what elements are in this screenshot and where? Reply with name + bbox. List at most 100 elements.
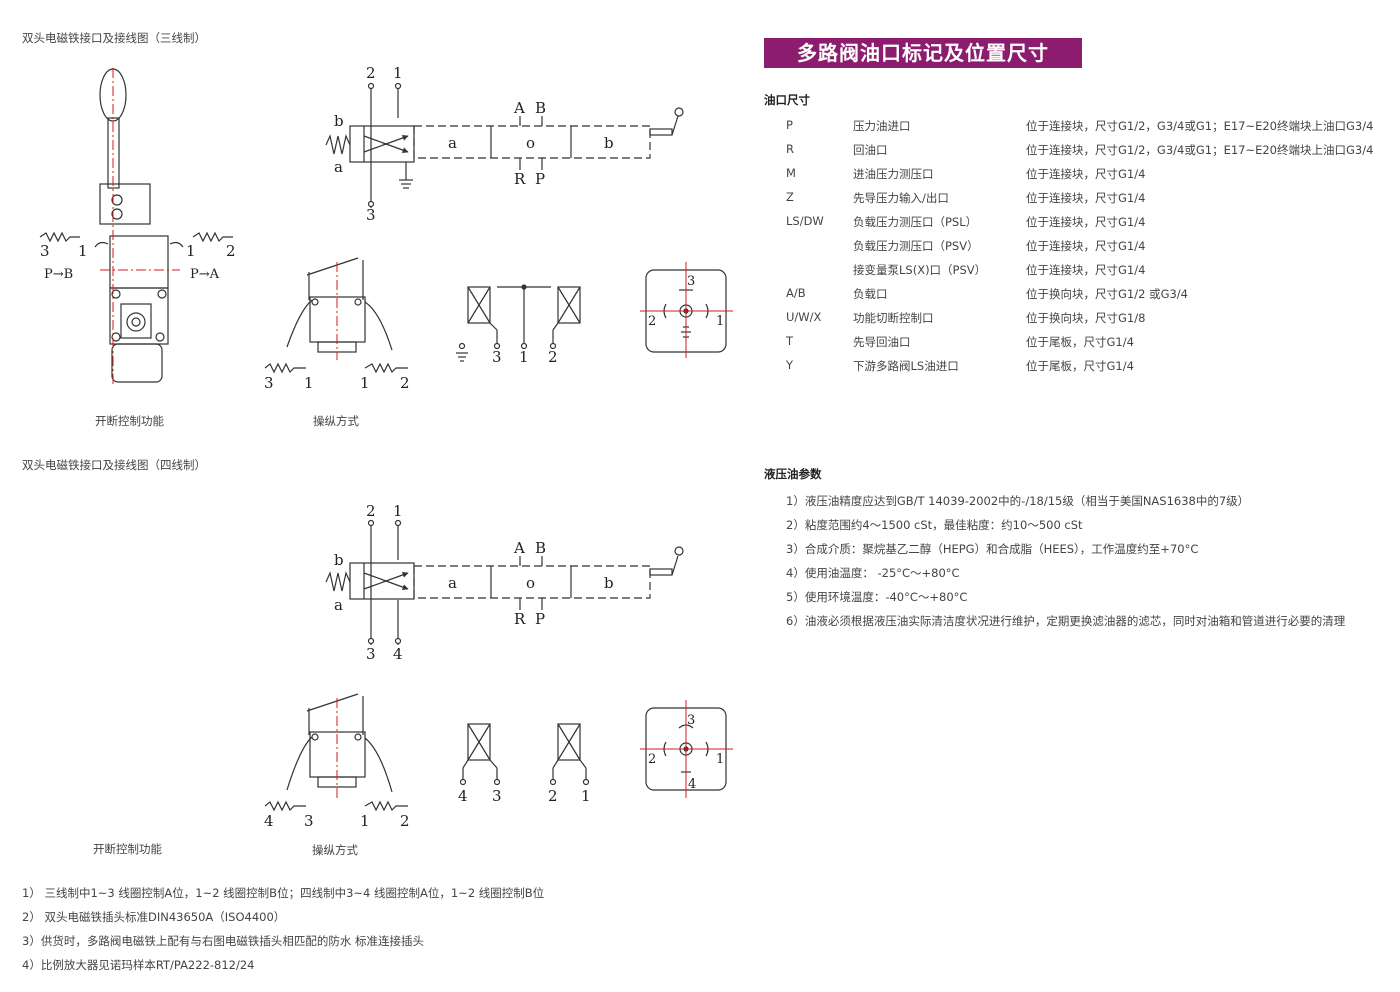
note-item: 4）比例放大器见诺玛样本RT/PA222-812/24 <box>22 958 255 972</box>
port-row: Z 先导压力输入/出口 位于连接块，尺寸G1/4 <box>786 190 1386 214</box>
label-2-right: 2 <box>226 242 236 260</box>
port-code: M <box>786 166 796 180</box>
port-name: 先导回油口 <box>853 335 911 349</box>
label-4-bottom: 4 <box>393 645 403 663</box>
label-a-pos-top: a <box>448 134 457 152</box>
port-name: 先导压力输入/出口 <box>853 191 949 205</box>
label-coil-1-top: 1 <box>519 348 529 366</box>
port-code: Y <box>786 358 794 372</box>
label-p-to-b: P→B <box>44 267 73 282</box>
label-3-bottom: 3 <box>366 645 376 663</box>
label-2-bottom: 2 <box>366 502 376 520</box>
port-code: P <box>786 118 793 132</box>
port-code: Z <box>786 190 794 204</box>
port-code: T <box>786 334 794 348</box>
label-b-top: b <box>334 112 344 130</box>
note-item: 3）供货时，多路阀电磁铁上配有与右图电磁铁插头相匹配的防水 标准连接插头 <box>22 934 424 948</box>
label-a-pos-bottom: a <box>448 574 457 592</box>
caption-switch-control-2: 开断控制功能 <box>93 842 162 856</box>
oil-item: 3）合成介质：聚烷基乙二醇（HEPG）和合成脂（HEES），工作温度约至+70°… <box>786 542 1199 556</box>
label-conn-1-bottom: 1 <box>716 752 724 767</box>
label-A-top: A <box>513 99 525 117</box>
label-b-bottom: b <box>334 551 344 569</box>
label-conn-2-bottom: 2 <box>648 752 656 767</box>
label-P-top: P <box>535 170 545 188</box>
label-B-top: B <box>535 99 546 117</box>
oil-heading: 液压油参数 <box>764 467 822 481</box>
oil-item: 6）油液必须根据液压油实际清洁度状况进行维护，定期更换滤油器的滤芯，同时对油箱和… <box>786 614 1346 628</box>
valve-body-drawing <box>39 68 233 383</box>
label-op-2-bottom: 2 <box>400 812 410 830</box>
label-B-bottom: B <box>535 539 546 557</box>
label-o-pos-top: o <box>526 134 535 152</box>
port-row: 接变量泵LS(X)口（PSV） 位于连接块，尺寸G1/4 <box>786 262 1386 286</box>
port-desc: 位于连接块，尺寸G1/4 <box>1026 239 1146 253</box>
coils-top <box>456 284 581 362</box>
label-op-1b-top: 1 <box>360 374 370 392</box>
port-row: A/B 负载口 位于换向块，尺寸G1/2 或G3/4 <box>786 286 1386 310</box>
port-name: 功能切断控制口 <box>853 311 934 325</box>
port-name: 回油口 <box>853 143 888 157</box>
note-item: 2） 双头电磁铁插头标准DIN43650A（ISO4400） <box>22 910 286 924</box>
label-b-pos-bottom: b <box>604 574 614 592</box>
port-row: 负载压力测压口（PSV） 位于连接块，尺寸G1/4 <box>786 238 1386 262</box>
port-code: LS/DW <box>786 214 824 228</box>
port-desc: 位于换向块，尺寸G1/2 或G3/4 <box>1026 287 1188 301</box>
label-op-2-top: 2 <box>400 374 410 392</box>
caption-operation-mode-2: 操纵方式 <box>312 843 358 857</box>
ports-heading: 油口尺寸 <box>764 93 810 107</box>
label-b-pos-top: b <box>604 134 614 152</box>
port-desc: 位于连接块，尺寸G1/4 <box>1026 215 1146 229</box>
port-name: 进油压力测压口 <box>853 167 934 181</box>
label-conn-3-bottom: 3 <box>687 713 695 728</box>
port-row: M 进油压力测压口 位于连接块，尺寸G1/4 <box>786 166 1386 190</box>
port-name: 压力油进口 <box>853 119 911 133</box>
label-conn-2-top: 2 <box>648 314 656 329</box>
label-a-bottom: a <box>334 596 343 614</box>
label-coil-2-bottom: 2 <box>548 787 558 805</box>
label-conn-3-top: 3 <box>687 274 695 289</box>
oil-item: 4）使用油温度： -25°C～+80°C <box>786 566 960 580</box>
label-A-bottom: A <box>513 539 525 557</box>
port-desc: 位于换向块，尺寸G1/8 <box>1026 311 1146 325</box>
label-op-3-top: 3 <box>264 374 274 392</box>
label-R-bottom: R <box>514 610 526 628</box>
label-1-right: 1 <box>186 242 196 260</box>
coils-bottom <box>459 723 590 786</box>
port-row: Y 下游多路阀LS油进口 位于尾板，尺寸G1/4 <box>786 358 1386 382</box>
port-code: A/B <box>786 286 806 300</box>
port-row: T 先导回油口 位于尾板，尺寸G1/4 <box>786 334 1386 358</box>
port-row: P 压力油进口 位于连接块，尺寸G1/2，G3/4或G1；E17~E20终端块上… <box>786 118 1386 142</box>
port-desc: 位于尾板，尺寸G1/4 <box>1026 359 1134 373</box>
label-a-top: a <box>334 158 343 176</box>
port-name: 负载口 <box>853 287 888 301</box>
caption-switch-control: 开断控制功能 <box>95 414 164 428</box>
hydraulic-symbol-top <box>325 82 684 208</box>
section-title-bar: 多路阀油口标记及位置尺寸 <box>764 38 1082 68</box>
oil-item: 2）粘度范围约4～1500 cSt，最佳粘度：约10～500 cSt <box>786 518 1083 532</box>
label-op-1-bottom: 1 <box>360 812 370 830</box>
port-name: 下游多路阀LS油进口 <box>853 359 959 373</box>
label-3-left: 3 <box>40 242 50 260</box>
port-row: R 回油口 位于连接块，尺寸G1/2，G3/4或G1；E17~E20终端块上油口… <box>786 142 1386 166</box>
label-coil-2-top: 2 <box>548 348 558 366</box>
label-1-bottom: 1 <box>393 502 403 520</box>
label-P-bottom: P <box>535 610 545 628</box>
caption-operation-mode: 操纵方式 <box>313 414 359 428</box>
label-o-pos-bottom: o <box>526 574 535 592</box>
label-1-top: 1 <box>393 64 403 82</box>
label-conn-4-bottom: 4 <box>688 777 696 792</box>
oil-item: 5）使用环境温度：-40°C～+80°C <box>786 590 968 604</box>
port-code: R <box>786 142 794 156</box>
port-desc: 位于连接块，尺寸G1/4 <box>1026 191 1146 205</box>
label-p-to-a: P→A <box>190 267 220 282</box>
label-coil-4-bottom: 4 <box>458 787 468 805</box>
port-desc: 位于尾板，尺寸G1/4 <box>1026 335 1134 349</box>
label-coil-3-bottom: 3 <box>492 787 502 805</box>
port-desc: 位于连接块，尺寸G1/4 <box>1026 263 1146 277</box>
label-coil-1-bottom: 1 <box>581 787 591 805</box>
label-op-3-bottom: 3 <box>304 812 314 830</box>
port-row: LS/DW 负载压力测压口（PSL） 位于连接块，尺寸G1/4 <box>786 214 1386 238</box>
label-R-top: R <box>514 170 526 188</box>
port-name: 负载压力测压口（PSV） <box>853 239 979 253</box>
